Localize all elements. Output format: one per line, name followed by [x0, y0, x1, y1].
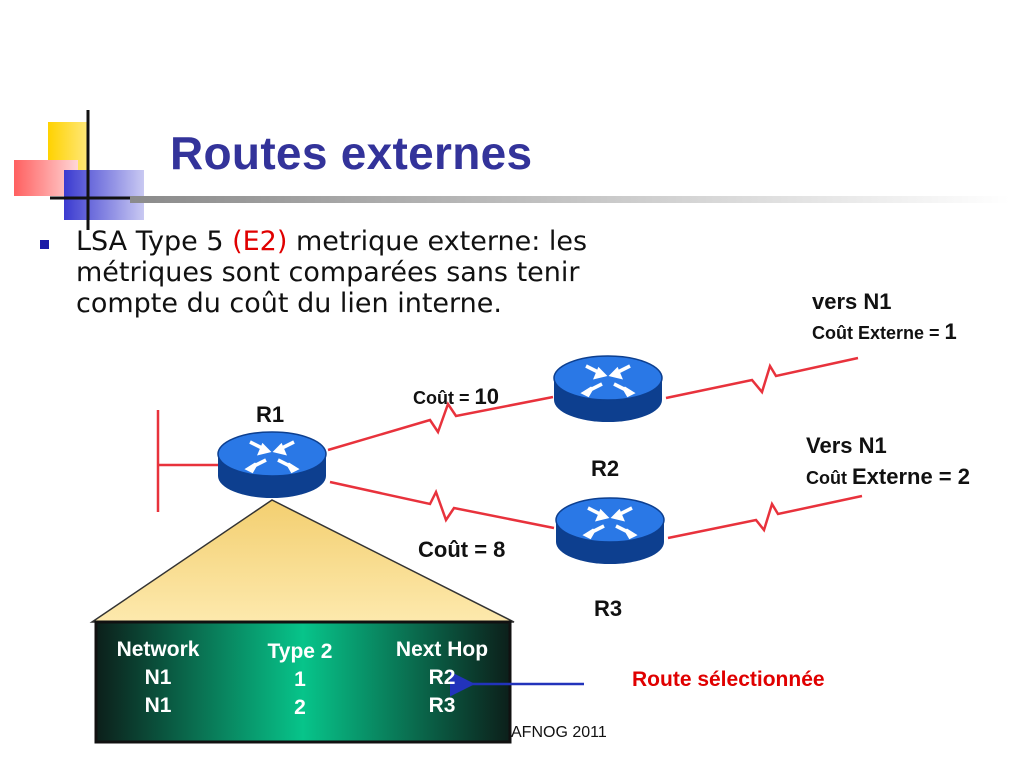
table-header-type2: Type 2: [267, 640, 333, 663]
footer-text: AFNOG 2011: [511, 724, 607, 741]
bullet-prefix: LSA Type 5: [76, 226, 233, 257]
external-n1-via-r2-line1: vers N1: [812, 289, 892, 314]
cost-label-r1-r2: Coût = 10: [413, 384, 499, 410]
bullet-marker-icon: [40, 240, 49, 249]
table-cell: N1: [144, 694, 172, 717]
external-cost-rest-r3: Externe = 2: [851, 464, 970, 489]
routing-table-box: [94, 620, 512, 744]
table-header-next-hop: Next Hop: [395, 638, 489, 661]
router-r3-icon: [555, 497, 665, 564]
link-r2-external: [665, 356, 859, 400]
external-n1-via-r3-line2: Coût Externe = 2: [806, 464, 970, 490]
cost-label-r1-r2-prefix: Coût =: [413, 388, 475, 408]
table-column-type2: Type 2 1 2: [246, 638, 354, 722]
lan-segment: [156, 410, 218, 512]
link-r1-r2: [327, 395, 554, 452]
router-label-r2: R2: [591, 456, 620, 481]
table-cell: R2: [428, 666, 456, 689]
cost-label-r1-r3: Coût = 8: [418, 537, 506, 562]
external-n1-via-r3-line1: Vers N1: [806, 433, 887, 458]
external-cost-prefix-r3: Coût: [806, 468, 852, 488]
router-label-r3: R3: [594, 596, 623, 621]
external-n1-via-r2-line2: Coût Externe = 1: [812, 319, 957, 345]
bullet-line3: compte du coût du lien interne.: [76, 288, 502, 319]
router-r1-icon: [217, 431, 327, 498]
page-title: Routes externes: [170, 127, 533, 179]
table-cell: 1: [294, 668, 306, 691]
table-cell: 2: [294, 696, 306, 719]
external-cost-value-r2: 1: [944, 319, 957, 344]
cost-label-r1-r2-value: 10: [474, 384, 499, 409]
table-column-next-hop: Next Hop R2 R3: [380, 636, 504, 720]
table-column-network: Network N1 N1: [100, 636, 216, 720]
external-cost-prefix-r2: Coût Externe =: [812, 323, 945, 343]
table-header-network: Network: [116, 638, 200, 661]
bullet-text: LSA Type 5 (E2) metrique externe: les mé…: [76, 226, 587, 319]
router-label-r1: R1: [256, 402, 285, 427]
table-cell: R3: [428, 694, 456, 717]
bullet-line1-rest: metrique externe: les: [287, 226, 588, 257]
link-r3-external: [667, 494, 863, 540]
link-r1-r3: [329, 480, 555, 530]
bullet-highlight: (E2): [232, 226, 288, 257]
table-cell: N1: [144, 666, 172, 689]
selected-route-label: Route sélectionnée: [632, 668, 825, 691]
router-r2-icon: [553, 355, 663, 422]
bullet-line2: métriques sont comparées sans tenir: [76, 257, 580, 288]
